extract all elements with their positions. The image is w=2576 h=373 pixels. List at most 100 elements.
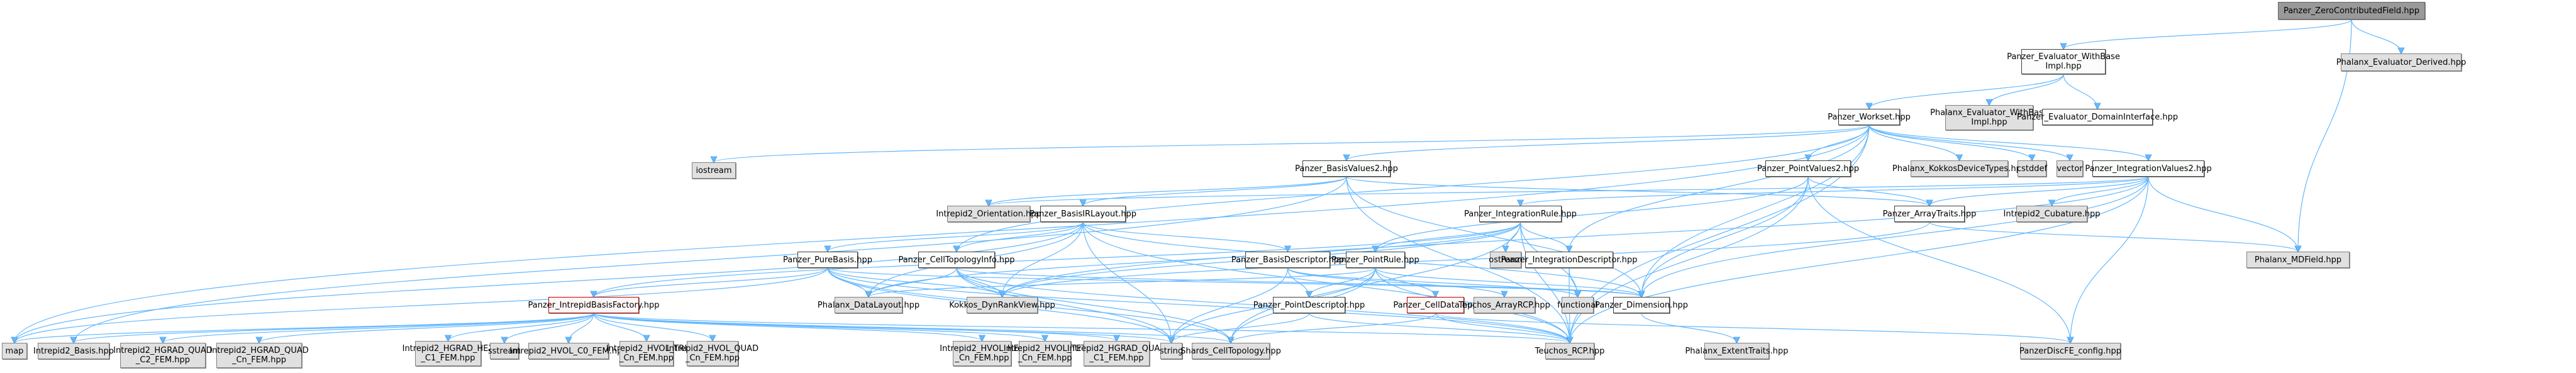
graph-node-zero[interactable]: Panzer_ZeroContributedField.hpp xyxy=(2278,2,2425,19)
edge-pr-to-cd xyxy=(1375,267,1436,297)
edge-iv2-to-dim xyxy=(1641,176,2149,297)
graph-node-bv2[interactable]: Panzer_BasisValues2.hpp xyxy=(1295,160,1398,177)
edge-iv2-to-cub xyxy=(2052,176,2149,206)
graph-node-functional: functional xyxy=(1557,297,1598,313)
edge-ewbi-to-edi xyxy=(2063,74,2097,109)
edge-cd-to-shards xyxy=(1231,313,1436,343)
graph-node-hvc0: Intrepid2_HVOL_C0_FEM.hpp xyxy=(509,343,628,359)
edge-bv2-to-birl xyxy=(1083,176,1347,206)
edge-pb-to-trcp xyxy=(827,267,1570,343)
edge-ibf-to-hvhex xyxy=(593,313,982,341)
edge-birl-to-pb xyxy=(828,221,1084,252)
edge-workset-to-map xyxy=(14,125,1870,343)
graph-node-hgqc1: Intrepid2_HGRAD_QUAD _C1_FEM.hpp xyxy=(1067,341,1166,366)
edge-iv2-to-at xyxy=(1929,176,2149,206)
graph-node-ir[interactable]: Panzer_IntegrationRule.hpp xyxy=(1464,206,1577,222)
graph-node-map: map xyxy=(2,343,27,359)
graph-node-sstream: sstream xyxy=(488,343,521,359)
graph-node-cfg: PanzerDiscFE_config.hpp xyxy=(2019,343,2121,359)
graph-node-ibf[interactable]: Panzer_IntrepidBasisFactory.hpp xyxy=(528,297,660,313)
edge-iv2-to-orient xyxy=(989,176,2149,206)
edge-ibf-to-hgqcn xyxy=(259,313,594,343)
edge-ibf-to-hvtet xyxy=(593,313,1045,341)
edge-iv2-to-ir xyxy=(1521,176,2149,206)
graph-node-hvtri: Intrepid2_HVOL_TRI _Cn_FEM.hpp xyxy=(606,341,687,366)
graph-node-kdt: Phalanx_KokkosDeviceTypes.hpp xyxy=(1892,160,2026,177)
graph-node-pr[interactable]: Panzer_PointRule.hpp xyxy=(1331,252,1419,268)
edge-ibf-to-map xyxy=(14,313,594,343)
graph-node-hvhex: Intrepid2_HVOL_HEX _Cn_FEM.hpp xyxy=(940,341,1024,366)
edge-workset-to-dim xyxy=(1641,125,1870,297)
graph-node-hvtet: Intrepid2_HVOL_TET _Cn_FEM.hpp xyxy=(1004,341,1086,366)
edge-bd-to-string xyxy=(1172,267,1289,343)
edge-bv2-to-at xyxy=(1346,176,1929,206)
edge-pv2-to-at xyxy=(1807,176,1929,206)
graph-node-workset[interactable]: Panzer_Workset.hpp xyxy=(1828,109,1911,125)
edge-pb-to-dim xyxy=(827,267,1641,297)
graph-node-string: string xyxy=(1160,343,1183,359)
edge-ir-to-ibf xyxy=(594,221,1521,297)
edge-ewbi-to-workset xyxy=(1869,74,2064,109)
graph-node-cstddef: cstddef xyxy=(2017,160,2047,177)
edge-ibf-to-ibasis xyxy=(74,313,594,343)
edge-ibf-to-hghc1 xyxy=(448,313,594,341)
edge-ir-to-id xyxy=(1519,221,1570,252)
graph-node-pv2[interactable]: Panzer_PointValues2.hpp xyxy=(1757,160,1859,177)
graph-node-phewbi: Phalanx_Evaluator_WithBase Impl.hpp xyxy=(1930,105,2048,130)
edge-zero-to-pevd xyxy=(2351,19,2401,53)
graph-node-tarcp: Teuchos_ArrayRCP.hpp xyxy=(1458,297,1550,313)
graph-node-hghc1: Intrepid2_HGRAD_HEX _C1_FEM.hpp xyxy=(402,341,494,366)
graph-node-edi[interactable]: Panzer_Evaluator_DomainInterface.hpp xyxy=(2017,109,2178,125)
edge-cd-to-cfg xyxy=(1435,313,2071,343)
graph-node-cd[interactable]: Panzer_CellData.hpp xyxy=(1393,297,1478,313)
edge-iv2-to-cfg xyxy=(2070,176,2149,343)
edge-birl-to-cti xyxy=(957,221,1084,252)
edge-iv2-to-trcp xyxy=(1570,176,2149,343)
edge-cti-to-pdl xyxy=(869,267,957,297)
edge-pb-to-map xyxy=(14,267,828,343)
graph-node-pb[interactable]: Panzer_PureBasis.hpp xyxy=(783,252,872,268)
graph-node-mdf: Phalanx_MDField.hpp xyxy=(2246,252,2350,268)
edge-ir-to-shards xyxy=(1231,221,1521,343)
edge-pb-to-ibf xyxy=(594,267,828,297)
edge-workset-to-cstddef xyxy=(1868,125,2032,160)
edge-workset-to-iostream xyxy=(714,125,1870,162)
graph-node-dim[interactable]: Panzer_Dimension.hpp xyxy=(1595,297,1688,313)
graph-node-bd[interactable]: Panzer_BasisDescriptor.hpp xyxy=(1231,252,1344,268)
edge-pv2-to-cfg xyxy=(1807,176,2070,343)
edge-ibf-to-hvc0 xyxy=(569,313,594,343)
graph-node-iv2[interactable]: Panzer_IntegrationValues2.hpp xyxy=(2085,160,2212,177)
edge-id-to-functional xyxy=(1568,267,1578,297)
edge-bd-to-tarcp xyxy=(1287,267,1505,297)
edge-pd-to-trcp xyxy=(1308,313,1570,343)
edge-iv2-to-kdrv xyxy=(1002,176,2149,297)
graph-node-birl[interactable]: Panzer_BasisIRLayout.hpp xyxy=(1030,206,1136,222)
edge-ibf-to-hvtri xyxy=(593,313,647,341)
graph-node-ewbi[interactable]: Panzer_Evaluator_WithBase Impl.hpp xyxy=(2007,49,2120,74)
edge-bv2-to-dim xyxy=(1346,176,1641,297)
graph-node-hgqc2: Intrepid2_HGRAD_QUAD _C2_FEM.hpp xyxy=(113,343,213,368)
graph-node-ibasis: Intrepid2_Basis.hpp xyxy=(33,343,114,359)
edge-birl-to-map xyxy=(14,221,1084,343)
edge-ibf-to-trcp xyxy=(593,313,1570,343)
edge-pr-to-pd xyxy=(1309,267,1376,297)
edge-pr-to-pdl xyxy=(869,267,1376,297)
graph-node-iostream: iostream xyxy=(692,162,736,179)
edge-ibf-to-shards xyxy=(593,313,1231,343)
graph-node-id[interactable]: Panzer_IntegrationDescriptor.hpp xyxy=(1501,252,1638,268)
graph-node-pd[interactable]: Panzer_PointDescriptor.hpp xyxy=(1253,297,1365,313)
edge-cd-to-trcp xyxy=(1435,313,1570,343)
edge-workset-to-id xyxy=(1569,125,1870,252)
graph-node-cti[interactable]: Panzer_CellTopologyInfo.hpp xyxy=(898,252,1015,268)
edge-workset-to-cti xyxy=(957,125,1870,252)
edge-zero-to-ewbi xyxy=(2063,19,2352,49)
graph-node-pdl: Phalanx_DataLayout.hpp xyxy=(818,297,919,313)
graph-node-hvquad: Intrepid2_HVOL_QUAD _Cn_FEM.hpp xyxy=(667,341,758,366)
edge-ewbi-to-phewbi xyxy=(1989,74,2064,105)
graph-node-ext: Phalanx_ExtentTraits.hpp xyxy=(1685,343,1789,359)
graph-node-trcp: Teuchos_RCP.hpp xyxy=(1535,343,1604,359)
edge-workset-to-kdt xyxy=(1868,125,1960,160)
graph-node-at[interactable]: Panzer_ArrayTraits.hpp xyxy=(1883,206,1976,222)
graph-node-kdrv: Kokkos_DynRankView.hpp xyxy=(949,297,1055,313)
